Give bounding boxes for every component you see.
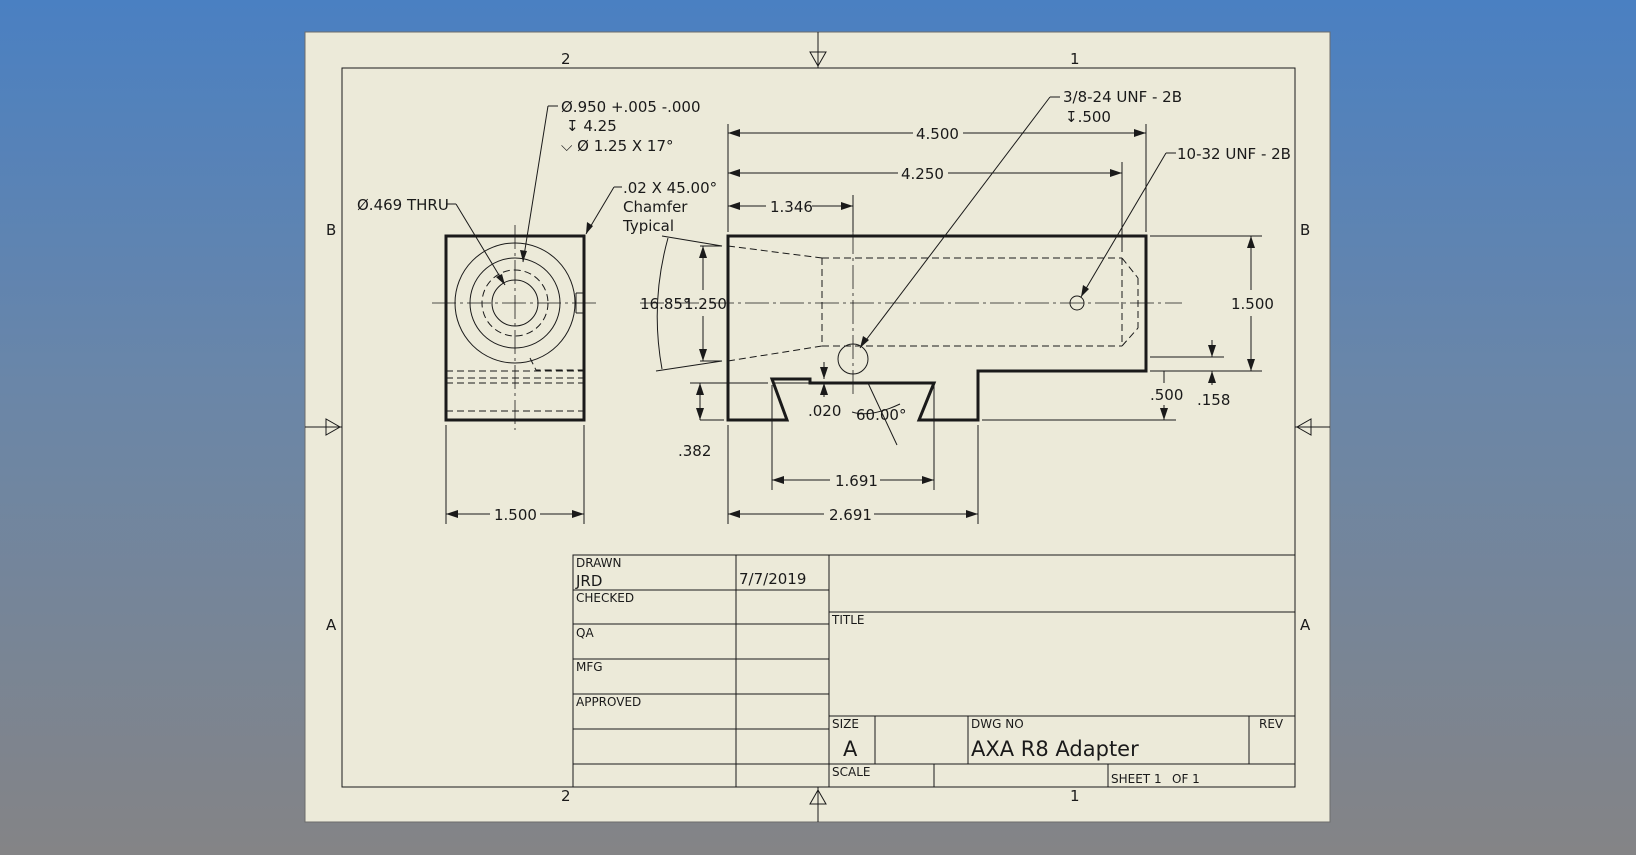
- title-block[interactable]: DRAWN JRD 7/7/2019 CHECKED QA MFG APPROV…: [572, 554, 1296, 788]
- chamfer-note-1: .02 X 45.00°: [623, 179, 717, 197]
- zone-label-left-a: A: [326, 616, 337, 634]
- zone-label-top-2: 2: [561, 50, 571, 68]
- mfg-label: MFG: [576, 660, 603, 674]
- sheet-label: SHEET 1: [1111, 772, 1162, 786]
- drawn-date-value[interactable]: 7/7/2019: [739, 570, 806, 588]
- length-1691-dim: 1.691: [835, 472, 878, 490]
- chamfer-note-3: Typical: [622, 217, 674, 235]
- side-view-hidden-line: [1121, 257, 1139, 279]
- zone-label-bottom-2: 2: [561, 787, 571, 805]
- zone-label-left-b: B: [326, 221, 336, 239]
- end-view-hidden-line: [529, 357, 584, 371]
- side-view-hidden-line: [727, 345, 823, 362]
- bore-diameter-note: Ø.950 +.005 -.000: [561, 98, 701, 116]
- height-1500-dim: 1.500: [1231, 295, 1274, 313]
- zone-label-right-b: B: [1300, 221, 1310, 239]
- end-view-annotations: Ø.950 +.005 -.000 ↧ 4.25 ⌵ Ø 1.25 X 17° …: [357, 98, 717, 524]
- end-view[interactable]: [432, 225, 598, 430]
- bore-countersink-note: ⌵ Ø 1.25 X 17°: [561, 137, 674, 155]
- centering-arrow-bottom: [809, 788, 827, 805]
- side-view-hidden-line: [1121, 327, 1139, 347]
- length-1346-dim: 1.346: [770, 198, 813, 216]
- size-value[interactable]: A: [843, 737, 858, 761]
- tap-small-note: 10-32 UNF - 2B: [1177, 145, 1291, 163]
- dwg-no-label: DWG NO: [971, 717, 1024, 731]
- sheet-of-label: OF 1: [1172, 772, 1200, 786]
- checked-label: CHECKED: [576, 591, 634, 605]
- length-2691-dim: 2.691: [829, 506, 872, 524]
- drawn-by-value[interactable]: JRD: [575, 572, 602, 590]
- bore-depth-note: ↧ 4.25: [566, 117, 617, 135]
- dovetail-angle-dim: 60.00°: [856, 406, 906, 424]
- qa-label: QA: [576, 626, 594, 640]
- dim-382: .382: [678, 442, 711, 460]
- side-view-dimensions: 4.500 4.250 1.346 16.85° 1.250 1.50: [640, 88, 1291, 524]
- taper-diameter-dim: 1.250: [684, 295, 727, 313]
- side-view-tapped-hole-large: [837, 343, 869, 375]
- tap-large-depth-note: ↧.500: [1065, 108, 1111, 126]
- drawn-label: DRAWN: [576, 556, 622, 570]
- size-label: SIZE: [832, 717, 859, 731]
- centering-arrow-right: [1295, 418, 1312, 436]
- side-view-hidden-line: [727, 245, 823, 259]
- dim-500: .500: [1150, 386, 1183, 404]
- zone-label-bottom-1: 1: [1070, 787, 1080, 805]
- scale-label: SCALE: [832, 765, 870, 779]
- dim-020: .020: [808, 402, 841, 420]
- dwg-no-value[interactable]: AXA R8 Adapter: [971, 737, 1139, 761]
- rev-label: REV: [1259, 717, 1284, 731]
- side-view-tapped-hole-small: [1069, 295, 1085, 311]
- side-view[interactable]: [640, 195, 1182, 422]
- dim-158: .158: [1197, 391, 1230, 409]
- length-4500-dim: 4.500: [916, 125, 959, 143]
- chamfer-note-2: Chamfer: [623, 198, 688, 216]
- length-4250-dim: 4.250: [901, 165, 944, 183]
- taper-angle-dim: 16.85°: [640, 295, 690, 313]
- thru-hole-note: Ø.469 THRU: [357, 196, 449, 214]
- centering-arrow-left: [325, 418, 342, 436]
- zone-label-top-1: 1: [1070, 50, 1080, 68]
- centering-arrow-top: [809, 51, 827, 68]
- title-label: TITLE: [831, 613, 864, 627]
- approved-label: APPROVED: [576, 695, 641, 709]
- zone-ticks: [305, 32, 1330, 822]
- zone-label-right-a: A: [1300, 616, 1311, 634]
- end-view-width-dim: 1.500: [494, 506, 537, 524]
- tap-large-note: 3/8-24 UNF - 2B: [1063, 88, 1182, 106]
